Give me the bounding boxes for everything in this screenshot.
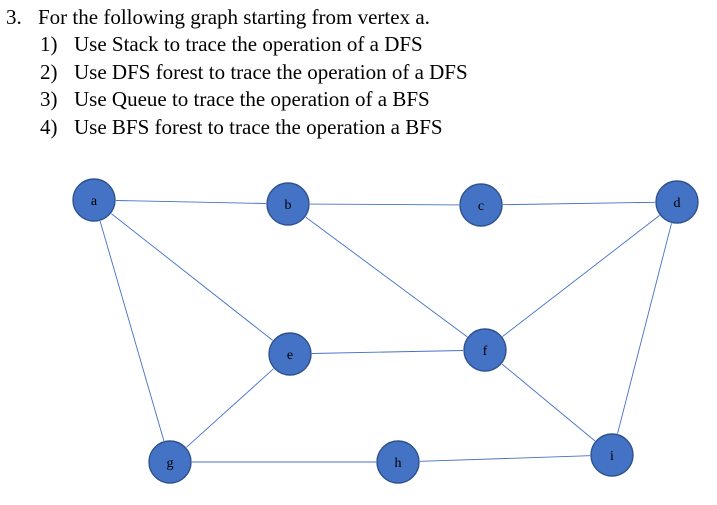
edge-d-i xyxy=(617,223,672,434)
node-g: g xyxy=(148,440,192,484)
edge-a-b xyxy=(115,200,267,204)
question-heading: 3. For the following graph starting from … xyxy=(6,4,711,31)
edge-b-c xyxy=(309,203,460,206)
node-label: g xyxy=(167,456,174,471)
node-c: c xyxy=(459,183,503,227)
node-circle xyxy=(268,332,312,376)
node-circle xyxy=(463,328,507,372)
node-circle xyxy=(148,440,192,484)
node-circle xyxy=(459,183,503,227)
step-number: 2) xyxy=(40,59,58,84)
question-text: For the following graph starting from ve… xyxy=(38,5,430,29)
edge-h-i xyxy=(419,455,591,462)
node-label: a xyxy=(91,194,98,209)
node-a: a xyxy=(72,178,116,222)
step-text: Use BFS forest to trace the operation a … xyxy=(74,114,443,139)
edge-a-e xyxy=(111,213,273,341)
step-number: 4) xyxy=(40,114,58,139)
node-i: i xyxy=(590,433,634,477)
edge-e-f xyxy=(311,350,464,354)
edge-d-f xyxy=(502,215,660,337)
node-circle xyxy=(590,433,634,477)
node-h: h xyxy=(376,440,420,484)
node-d: d xyxy=(655,180,699,224)
node-label: i xyxy=(610,449,614,464)
step-item: 2) Use DFS forest to trace the operation … xyxy=(6,59,711,87)
edge-c-d xyxy=(502,201,656,206)
node-label: h xyxy=(395,456,402,471)
node-label: d xyxy=(674,196,681,211)
node-e: e xyxy=(268,332,312,376)
question-number: 3. xyxy=(6,5,22,29)
step-text: Use DFS forest to trace the operation of… xyxy=(74,59,468,84)
node-circle xyxy=(655,180,699,224)
step-text: Use Stack to trace the operation of a DF… xyxy=(74,32,423,56)
step-item: 4) Use BFS forest to trace the operation … xyxy=(6,114,711,142)
node-label: f xyxy=(483,344,488,359)
node-circle xyxy=(72,178,116,222)
step-number: 1) xyxy=(40,32,58,56)
question-steps: 1) Use Stack to trace the operation of a … xyxy=(6,31,711,141)
step-item: 1) Use Stack to trace the operation of a … xyxy=(6,31,711,59)
step-text: Use Queue to trace the operation of a BF… xyxy=(74,87,430,111)
node-circle xyxy=(376,440,420,484)
graph-nodes: a b c d e f g h i xyxy=(72,178,699,484)
node-f: f xyxy=(463,328,507,372)
step-number: 3) xyxy=(40,87,58,111)
edge-e-g xyxy=(186,368,274,448)
edge-b-f xyxy=(305,216,468,338)
node-label: b xyxy=(285,198,292,213)
step-item: 3) Use Queue to trace the operation of a … xyxy=(6,86,711,114)
edge-a-g xyxy=(99,220,165,442)
node-b: b xyxy=(266,182,310,226)
node-circle xyxy=(266,182,310,226)
edge-f-i xyxy=(501,363,596,442)
node-label: c xyxy=(478,199,484,214)
node-label: e xyxy=(287,348,293,363)
graph-edges xyxy=(99,200,672,463)
question-block: 3. For the following graph starting from … xyxy=(6,4,711,141)
